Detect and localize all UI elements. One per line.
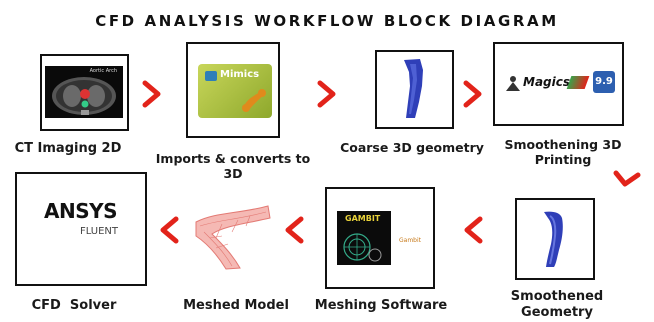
meshing-software-label: Meshing Software (314, 298, 448, 313)
gambit-caption: Gambit (399, 237, 421, 244)
gambit-mesh-graphic (343, 233, 382, 262)
cfd-solver-label: CFD Solver (31, 298, 117, 313)
arrow-right-icon (142, 80, 161, 108)
arrow-left-icon (160, 216, 179, 244)
magics-label-line1: Smoothening 3D (504, 137, 622, 152)
arrow-right-icon (317, 80, 336, 108)
magics-version: 9.9 (593, 71, 615, 93)
diagram-title: CFD ANALYSIS WORKFLOW BLOCK DIAGRAM (95, 12, 559, 30)
magics-figure-icon (506, 76, 520, 91)
coarse-vessel-image (404, 59, 423, 118)
mimics-box: Mimics (186, 42, 280, 138)
smoothened-geometry-box (515, 198, 595, 280)
mimics-label-line1: Imports & converts to (155, 151, 311, 166)
coarse-geometry-label: Coarse 3D geometry (340, 140, 484, 155)
arrow-left-icon (285, 216, 304, 244)
fluent-logo-text: FLUENT (79, 226, 118, 237)
magics-box: Magics 9.9 (493, 42, 624, 126)
ansys-logo-text: ANSYS (44, 199, 118, 223)
ct-image-caption: Aortic Arch (89, 68, 117, 74)
bone-graphic-icon (242, 89, 266, 112)
smoothened-label-line1: Smoothened (510, 289, 604, 304)
mimics-logo-text: Mimics (220, 69, 260, 80)
ct-imaging-box: Aortic Arch (40, 54, 129, 131)
meshed-model-label: Meshed Model (183, 298, 289, 313)
arrow-left-icon (464, 216, 483, 244)
arrow-right-icon (463, 80, 482, 108)
magics-label-line2: Printing (534, 152, 592, 167)
mimics-logo-icon (205, 71, 217, 81)
arrow-down-turn-icon (613, 170, 641, 187)
smoothened-label-line2: Geometry (521, 305, 593, 320)
smooth-vessel-image (544, 211, 563, 267)
magics-logo-text: Magics (523, 75, 570, 89)
gambit-logo-text: GAMBIT (345, 214, 381, 223)
ct-imaging-label: CT Imaging 2D (14, 141, 122, 156)
meshed-model-image (192, 198, 272, 270)
coarse-geometry-box (375, 50, 454, 129)
magics-stripe-icon (566, 76, 590, 89)
cfd-solver-box: ANSYS FLUENT (15, 172, 147, 286)
ct-scan-image (52, 77, 116, 115)
meshing-software-box: GAMBIT Gambit (325, 187, 435, 289)
mimics-label-line2: 3D (223, 166, 243, 181)
